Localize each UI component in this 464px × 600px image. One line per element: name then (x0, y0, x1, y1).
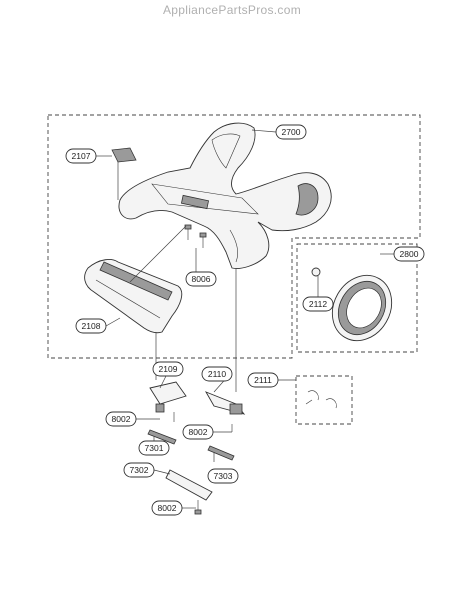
callout-8002-upper-label: 8002 (112, 414, 131, 424)
callout-8002-middle-label: 8002 (189, 427, 208, 437)
lower-parts (147, 381, 246, 515)
cover-part-2108 (84, 259, 183, 334)
leader-lines (96, 129, 394, 509)
callout-2111: 2111 (247, 372, 279, 388)
callout-7303: 7303 (207, 468, 239, 484)
callout-2107-label: 2107 (72, 151, 91, 161)
callout-2112-label: 2112 (309, 299, 328, 309)
wheel-part-2800 (311, 267, 393, 342)
screws-8006 (184, 224, 207, 248)
clips-2111 (305, 390, 337, 409)
main-housing-part (118, 122, 332, 269)
callout-7302-label: 7302 (130, 465, 149, 475)
callout-2108: 2108 (75, 318, 107, 334)
callout-2110-label: 2110 (208, 369, 227, 379)
callout-2112: 2112 (302, 296, 334, 312)
callout-8002-upper: 8002 (105, 411, 137, 427)
callout-2109: 2109 (152, 361, 184, 377)
callout-2111-label: 2111 (254, 375, 272, 385)
callout-2800-label: 2800 (400, 249, 419, 259)
callout-8002-middle: 8002 (182, 424, 214, 440)
callout-7302: 7302 (123, 462, 155, 478)
callout-8002-lower: 8002 (151, 500, 183, 516)
assembly-boundary (47, 114, 421, 359)
callout-7301-label: 7301 (145, 443, 164, 453)
callout-8002-lower-label: 8002 (158, 503, 177, 513)
callout-8006: 8006 (185, 271, 217, 287)
callout-2110: 2110 (201, 366, 233, 382)
callout-2700-label: 2700 (282, 127, 301, 137)
callout-2107: 2107 (65, 148, 97, 164)
watermark: AppliancePartsPros.com (163, 3, 301, 17)
callout-2700: 2700 (275, 124, 307, 140)
subassembly-box-2800 (296, 243, 418, 353)
callout-7303-label: 7303 (214, 471, 233, 481)
callout-8006-label: 8006 (192, 274, 211, 284)
callout-2800: 2800 (393, 246, 425, 262)
cap-part (111, 147, 137, 163)
callout-2108-label: 2108 (82, 321, 101, 331)
callout-2109-label: 2109 (159, 364, 178, 374)
callout-7301: 7301 (138, 440, 170, 456)
subassembly-box-2111 (295, 375, 353, 425)
